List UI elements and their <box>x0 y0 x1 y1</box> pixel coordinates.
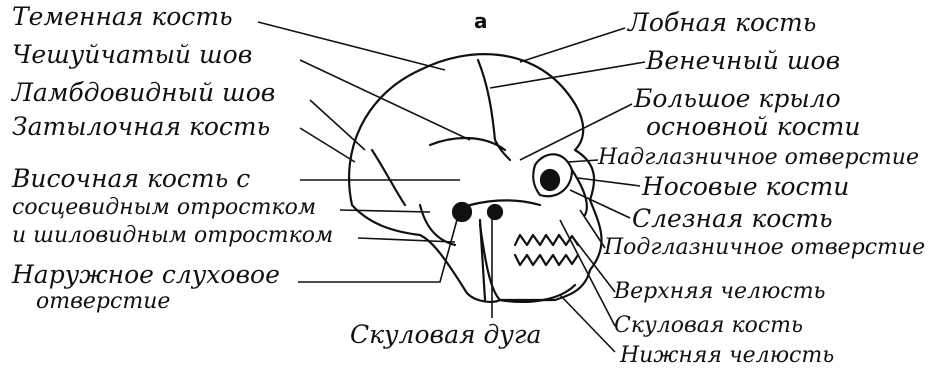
label-meatus-1: Наружное слуховое <box>12 262 280 288</box>
label-temporal-1: Височная кость с <box>12 166 250 192</box>
leader-coronal <box>490 62 645 88</box>
label-squamous: Чешуйчатый шов <box>12 42 252 68</box>
label-frontal: Лобная кость <box>628 10 816 36</box>
leader-lambdoid <box>310 100 365 150</box>
label-nasal: Носовые кости <box>642 174 849 200</box>
cranium-outline <box>349 54 601 302</box>
leader-infraorbital <box>580 210 605 248</box>
label-infraorbital: Подглазничное отверстие <box>604 236 925 260</box>
figure-letter: а <box>474 8 488 34</box>
label-lacrimal: Слезная кость <box>632 206 833 232</box>
label-zygomatic-arch: Скуловая дуга <box>350 322 541 348</box>
label-supraorbital: Надглазничное отверстие <box>598 146 919 170</box>
label-mandible: Нижняя челюсть <box>620 344 834 368</box>
orbit-dark <box>541 170 559 190</box>
label-temporal-2: сосцевидным отростком <box>12 196 316 220</box>
label-parietal: Теменная кость <box>12 4 233 30</box>
leader-mandible <box>560 295 615 352</box>
zygomatic-arch-shape <box>470 200 540 205</box>
label-temporal-3: и шиловидным отростком <box>12 224 333 248</box>
leader-supraorbital <box>568 160 598 162</box>
lambdoid-suture <box>372 150 405 205</box>
label-coronal: Венечный шов <box>646 48 840 74</box>
label-zygomatic-bone: Скуловая кость <box>614 314 803 338</box>
label-sphenoid-1: Большое крыло <box>634 86 841 112</box>
label-lambdoid: Ламбдовидный шов <box>12 80 275 106</box>
coronal-suture <box>478 60 510 160</box>
leader-parietal <box>258 22 445 70</box>
leader-squamous <box>300 60 470 140</box>
leader-nasal <box>578 178 640 186</box>
squamous-suture <box>430 138 505 150</box>
label-occipital: Затылочная кость <box>12 114 270 140</box>
lower-teeth <box>515 255 578 265</box>
leader-frontal <box>520 28 625 62</box>
ear-opening <box>453 203 471 221</box>
label-sphenoid-2: основной кости <box>646 114 860 140</box>
leader-mastoid <box>340 210 430 212</box>
leader-lacrimal <box>570 190 630 218</box>
label-meatus-2: отверстие <box>36 290 170 314</box>
label-maxilla: Верхняя челюсть <box>614 280 826 304</box>
